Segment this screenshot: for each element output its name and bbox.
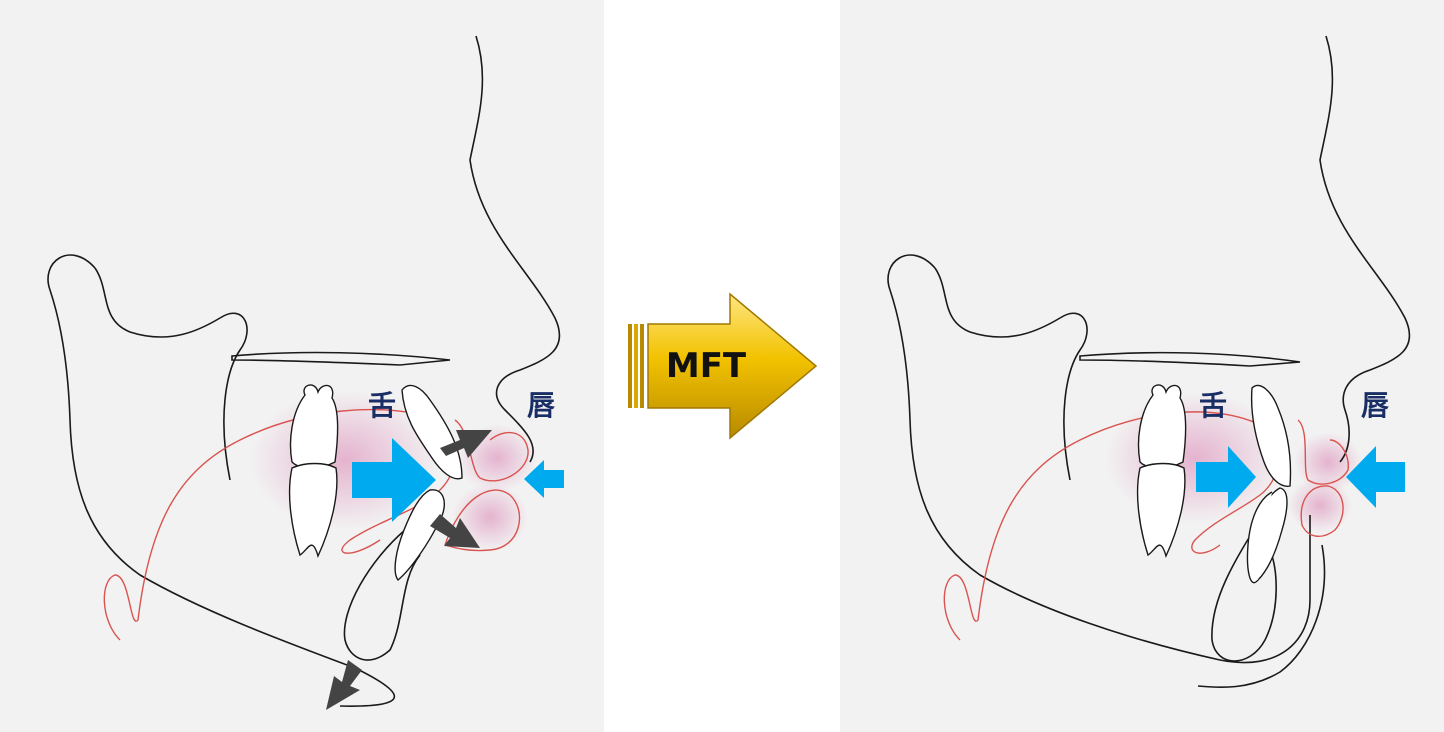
upper-molar bbox=[291, 385, 338, 468]
maxilla-line bbox=[232, 353, 450, 365]
tongue-label: 舌 bbox=[368, 392, 396, 420]
after-panel: 舌 唇 bbox=[840, 0, 1444, 732]
lower-molar bbox=[290, 464, 337, 557]
after-diagram bbox=[840, 0, 1444, 732]
before-diagram bbox=[0, 0, 604, 732]
mft-label: MFT bbox=[660, 349, 752, 383]
tongue-label: 舌 bbox=[1199, 392, 1227, 420]
lower-molar bbox=[1138, 464, 1185, 557]
upper-molar bbox=[1139, 385, 1186, 468]
lip-label: 唇 bbox=[527, 392, 555, 420]
mandible-rotation-arrow-icon bbox=[326, 660, 362, 710]
before-panel: 舌 唇 bbox=[0, 0, 604, 732]
lip-label: 唇 bbox=[1361, 392, 1389, 420]
maxilla-line bbox=[1080, 353, 1300, 366]
